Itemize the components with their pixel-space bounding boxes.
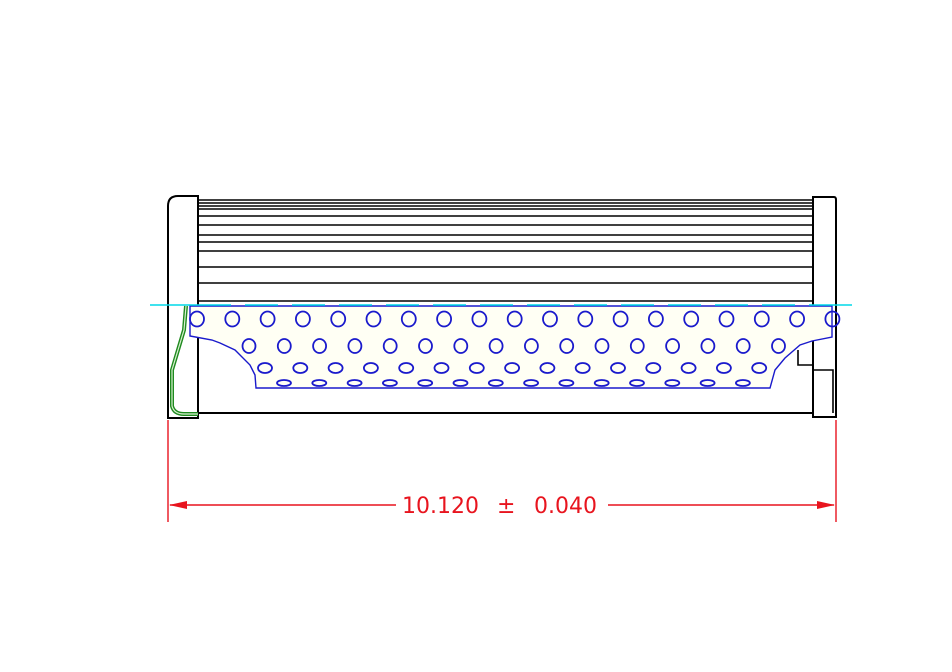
- perforation-hole: [292, 362, 309, 374]
- length-dimension: 10.120 ± 0.040: [167, 420, 837, 522]
- perforation-hole: [433, 362, 450, 374]
- perforation-hole: [400, 310, 417, 328]
- perforation-hole: [612, 310, 629, 328]
- perforation-hole: [610, 362, 626, 374]
- perforation-hole: [487, 379, 504, 387]
- perforation-hole: [365, 310, 382, 328]
- perforation-hole: [312, 338, 328, 354]
- perforation-hole: [753, 310, 770, 328]
- perforation-hole: [629, 379, 645, 387]
- perforation-hole: [330, 310, 347, 328]
- perforation-hole: [718, 310, 735, 328]
- perforation-hole: [558, 379, 575, 387]
- perforation-hole: [452, 379, 469, 387]
- perforation-hole: [700, 338, 716, 354]
- perforation-hole: [276, 379, 292, 387]
- perforation-hole: [648, 310, 664, 328]
- perforation-hole: [699, 379, 716, 387]
- left-end-cap: [167, 195, 199, 419]
- perforation-hole: [257, 362, 273, 374]
- perforation-hole: [523, 379, 539, 387]
- perforation-holes: [189, 310, 841, 387]
- perforation-hole: [311, 379, 328, 387]
- perforation-hole: [471, 310, 488, 328]
- perforated-core-cutaway: [189, 305, 841, 389]
- right-notch: [797, 350, 834, 413]
- perforation-hole: [735, 379, 751, 387]
- perforation-hole: [680, 362, 697, 374]
- perforation-hole: [346, 379, 363, 387]
- perforation-hole: [327, 362, 344, 374]
- perforation-hole: [665, 338, 680, 354]
- perforation-hole: [382, 338, 398, 354]
- perforation-hole: [577, 310, 594, 328]
- pleat-lines: [198, 199, 813, 302]
- cutaway-boundary: [189, 305, 833, 389]
- perforation-hole: [417, 379, 434, 387]
- dimension-plusminus: ±: [497, 494, 515, 519]
- perforation-hole: [436, 310, 453, 328]
- perforation-hole: [735, 338, 751, 354]
- dimension-tolerance: 0.040: [534, 494, 597, 519]
- perforation-hole: [593, 379, 610, 387]
- perforation-hole: [824, 310, 841, 328]
- perforation-hole: [189, 310, 205, 328]
- perforation-hole: [347, 338, 363, 354]
- perforation-hole: [488, 338, 504, 354]
- perforation-hole: [241, 338, 257, 354]
- perforation-hole: [398, 362, 415, 374]
- perforation-hole: [294, 310, 311, 328]
- perforation-hole: [506, 310, 523, 328]
- perforation-hole: [594, 338, 610, 354]
- perforation-hole: [276, 338, 292, 354]
- perforation-hole: [559, 338, 575, 354]
- perforation-hole: [664, 379, 681, 387]
- perforation-hole: [504, 362, 520, 374]
- perforation-hole: [259, 310, 276, 328]
- filter-outline: [167, 195, 837, 419]
- perforation-hole: [771, 338, 786, 354]
- dimension-value: 10.120: [402, 494, 479, 519]
- perforation-hole: [789, 310, 805, 328]
- perforation-hole: [629, 338, 645, 354]
- perforation-hole: [362, 362, 379, 374]
- perforation-hole: [524, 338, 539, 354]
- gasket-seal-inner: [171, 305, 198, 415]
- perforation-hole: [716, 362, 732, 374]
- perforation-hole: [468, 362, 485, 374]
- perforation-hole: [418, 338, 433, 354]
- perforation-hole: [224, 310, 241, 328]
- arrow-right-icon: [817, 501, 835, 509]
- perforation-hole: [751, 362, 768, 374]
- perforation-hole: [381, 379, 398, 387]
- perforation-hole: [645, 362, 662, 374]
- perforation-hole: [542, 310, 558, 328]
- perforation-hole: [683, 310, 700, 328]
- right-end-cap: [812, 196, 837, 418]
- arrow-left-icon: [169, 501, 187, 509]
- perforation-hole: [539, 362, 556, 374]
- perforation-hole: [453, 338, 469, 354]
- perforation-hole: [574, 362, 591, 374]
